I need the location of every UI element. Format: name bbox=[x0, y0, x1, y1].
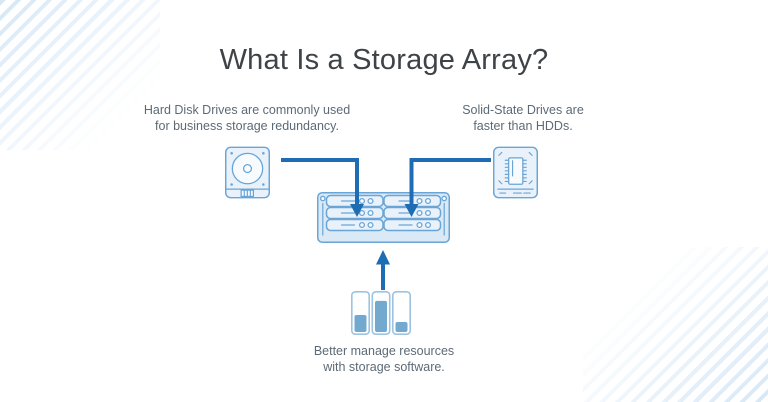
decorative-stripes-top-left bbox=[0, 0, 160, 150]
solid-state-drive-icon bbox=[493, 146, 538, 199]
hard-disk-drive-icon bbox=[225, 146, 270, 199]
decorative-stripes-bottom-right bbox=[583, 247, 768, 402]
ssd-caption: Solid-State Drives are faster than HDDs. bbox=[462, 103, 584, 133]
hdd-caption: Hard Disk Drives are commonly used for b… bbox=[143, 103, 351, 133]
storage-software-bars-icon bbox=[351, 291, 411, 335]
page-title: What Is a Storage Array? bbox=[219, 44, 549, 76]
software-caption: Better manage resources with storage sof… bbox=[313, 344, 455, 374]
software-to-array-arrow bbox=[376, 250, 390, 290]
drive-bays bbox=[325, 194, 442, 232]
storage-array-icon bbox=[317, 192, 450, 243]
